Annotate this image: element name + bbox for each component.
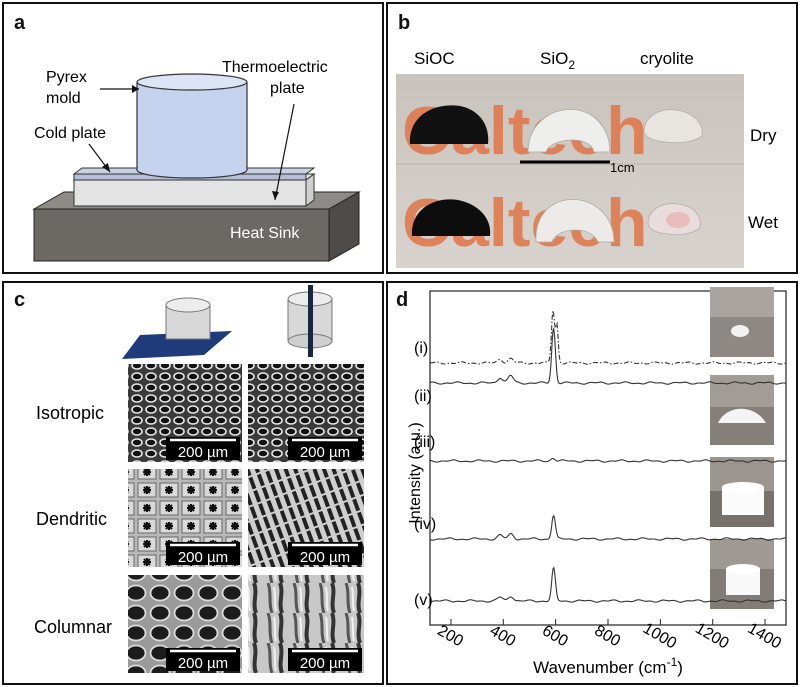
sem-scale-bar: 200 µm — [166, 542, 240, 566]
svg-text:200 µm: 200 µm — [178, 655, 228, 672]
x-tick-label: 800 — [591, 622, 623, 650]
x-tick-label: 600 — [539, 622, 571, 650]
x-tick-label: 400 — [487, 622, 519, 650]
x-tick-label: 200 — [434, 622, 466, 650]
spectrum-line — [430, 457, 786, 463]
sem-panel: 200 µm 200 µm 200 µm 200 µm 200 µm 200 µ… — [34, 285, 364, 673]
series-label: (iii) — [414, 434, 435, 451]
spectra-curves — [430, 310, 786, 603]
svg-text:200 µm: 200 µm — [178, 444, 228, 461]
sample-sio2-wet — [535, 198, 615, 243]
series-label: (i) — [414, 340, 428, 357]
sample-sioc-wet — [411, 199, 491, 236]
label-heat-sink: Heat Sink — [230, 225, 300, 242]
label-sioc: SiOC — [414, 49, 455, 68]
series-labels: (i) (ii) (iii) (iv) (v) — [414, 340, 436, 609]
label-dry: Dry — [750, 126, 777, 145]
pyrex-mold — [136, 82, 248, 179]
series-label: (ii) — [414, 388, 432, 405]
sample-sioc-dry — [409, 105, 489, 144]
inset-photo-4 — [710, 539, 774, 609]
label-wet: Wet — [748, 213, 778, 232]
panel-d-label: d — [396, 289, 409, 311]
y-axis-label: Intensity (a.u.) — [407, 422, 424, 523]
series-label: (iv) — [414, 516, 436, 533]
thermo-plate-side — [305, 173, 315, 207]
perpendicular-section-icon — [122, 297, 232, 359]
row-label-dendritic: Dendritic — [36, 509, 107, 529]
scale-label: 1cm — [610, 160, 635, 175]
x-axis-label: Wavenumber (cm-1) — [533, 655, 683, 677]
label-cryolite: cryolite — [640, 49, 694, 68]
spectrum-line — [430, 326, 786, 385]
spectrum-line — [430, 566, 786, 603]
sample-sio2-dry — [527, 108, 611, 153]
label-thermo-plate: plate — [270, 80, 305, 97]
label-pyrex: Pyrex — [46, 69, 87, 86]
pyrex-mold-top — [136, 73, 248, 91]
label-sio2: SiO2 — [540, 49, 575, 72]
thermo-plate-front — [73, 179, 307, 207]
label-cold-plate: Cold plate — [34, 125, 106, 142]
row-label-isotropic: Isotropic — [36, 403, 104, 423]
panel-b: b Caltech Caltech 1cm SiOC SiO2 cry — [386, 2, 798, 274]
inset-photo-3 — [710, 457, 774, 527]
panel-b-label: b — [398, 12, 411, 34]
sem-scale-bar: 200 µm — [166, 648, 240, 672]
setup-diagram: Pyrex mold Thermoelectric plate Cold pla… — [32, 59, 361, 262]
panel-a-label: a — [14, 12, 26, 34]
sem-scale-bar: 200 µm — [288, 648, 362, 672]
sem-scale-bar: 200 µm — [288, 437, 362, 461]
label-mold: mold — [46, 90, 81, 107]
panel-a: a Pyrex mold Thermoelectric plate Cold p… — [2, 2, 384, 274]
label-thermoelectric: Thermoelectric — [222, 59, 328, 76]
svg-text:200 µm: 200 µm — [178, 549, 228, 566]
spectrum-line — [430, 310, 786, 365]
svg-text:200 µm: 200 µm — [300, 444, 350, 461]
parallel-section-icon — [287, 285, 333, 357]
svg-text:200 µm: 200 µm — [300, 549, 350, 566]
svg-text:200 µm: 200 µm — [300, 655, 350, 672]
sem-scale-bar: 200 µm — [166, 437, 240, 461]
sem-scale-bar: 200 µm — [288, 542, 362, 566]
inset-photo-2 — [710, 375, 774, 445]
inset-photo-1 — [710, 287, 774, 357]
sample-cryolite-dry — [643, 109, 703, 144]
series-label: (v) — [414, 592, 433, 609]
spectrum-line — [430, 514, 786, 541]
heat-sink-front — [33, 208, 330, 262]
sample-photo: Caltech Caltech 1cm SiOC SiO2 cryolite D… — [396, 49, 778, 268]
row-label-columnar: Columnar — [34, 617, 112, 637]
panel-c: c — [2, 281, 384, 685]
panel-c-label: c — [14, 289, 26, 311]
